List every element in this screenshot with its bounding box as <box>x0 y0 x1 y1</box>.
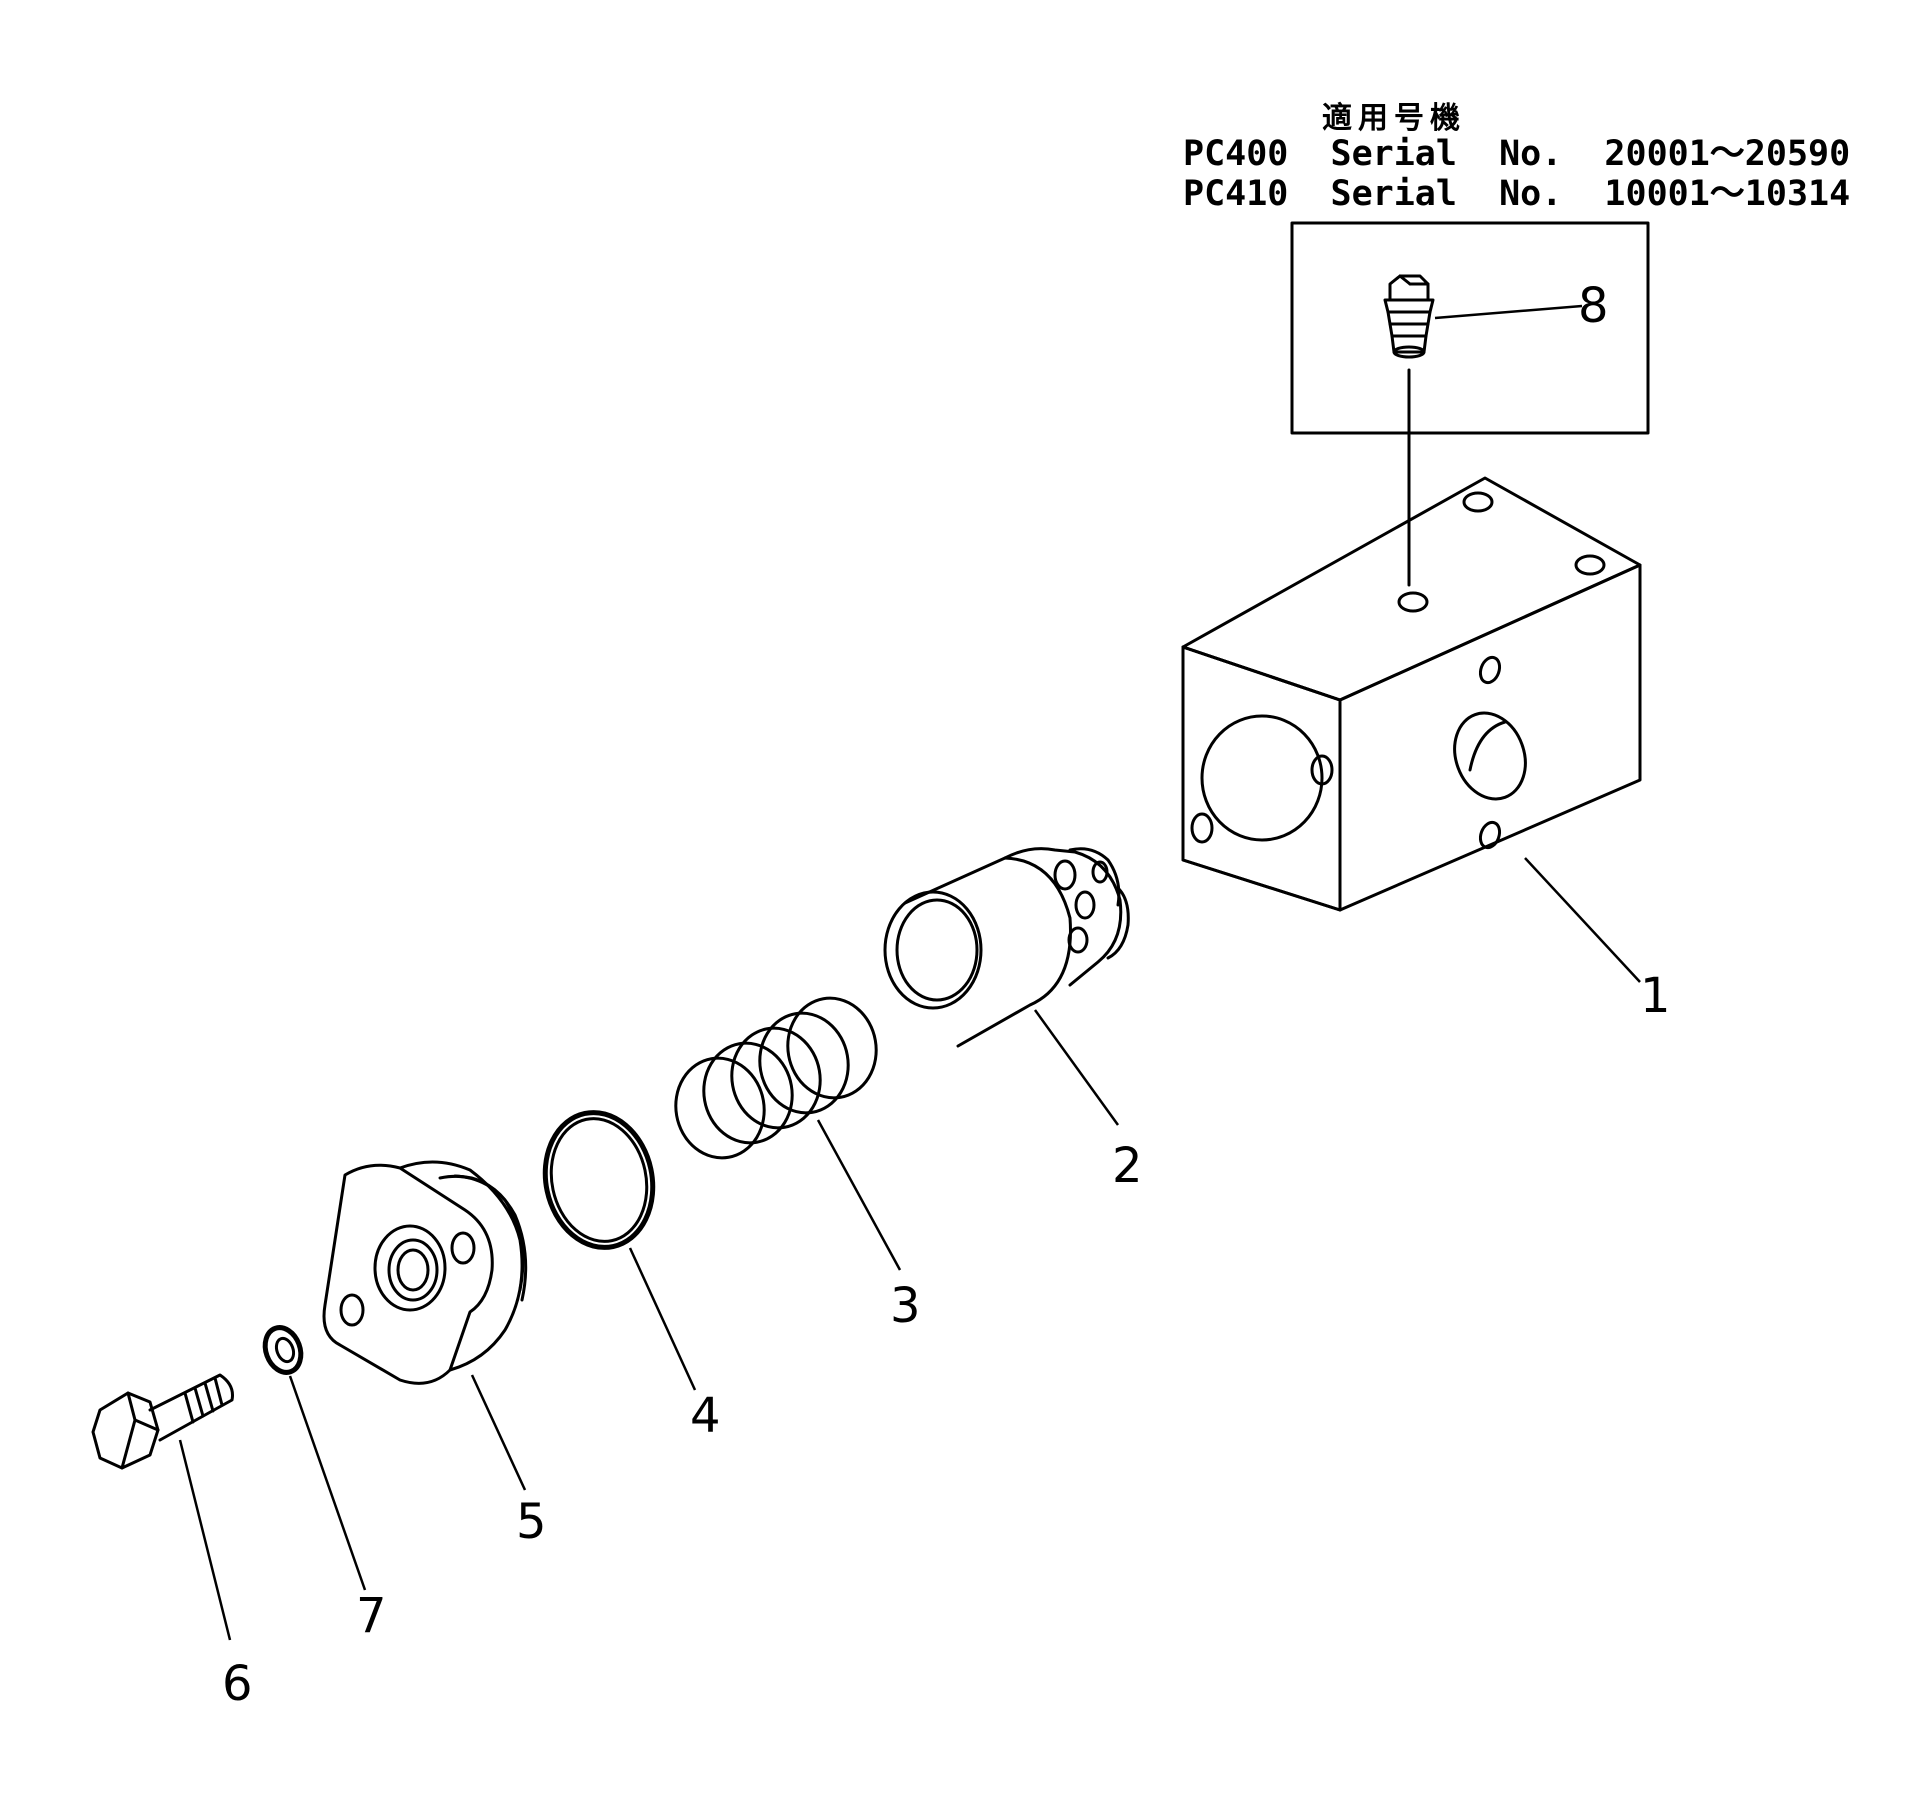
callout-5: 5 <box>516 1494 547 1550</box>
part-8-plug <box>1383 274 1435 359</box>
applicability-line-2: PC410 Serial No. 10001～10314 <box>1183 174 1850 214</box>
callout-4: 4 <box>690 1388 721 1444</box>
callout-6: 6 <box>222 1656 253 1712</box>
part-2-sleeve <box>883 847 1130 1048</box>
part-1-valve-body <box>1181 476 1642 912</box>
applicability-line-1: PC400 Serial No. 20001～20590 <box>1183 134 1850 174</box>
callout-1: 1 <box>1640 968 1671 1024</box>
callout-7: 7 <box>356 1588 387 1644</box>
applicability-heading: 適用号機 <box>1322 101 1466 136</box>
callout-8: 8 <box>1578 278 1609 334</box>
part-4-o-ring <box>542 1110 656 1250</box>
inset-box <box>1290 221 1650 435</box>
callout-2: 2 <box>1112 1138 1143 1194</box>
part-3-spring <box>674 996 878 1160</box>
part-5-flange-cover <box>322 1160 528 1385</box>
part-7-washer <box>262 1325 304 1375</box>
applicability-header: 適用号機 PC400 Serial No. 20001～20590 PC410 … <box>1183 101 1850 214</box>
callout-3: 3 <box>890 1278 921 1334</box>
part-6-bolt <box>91 1373 234 1470</box>
